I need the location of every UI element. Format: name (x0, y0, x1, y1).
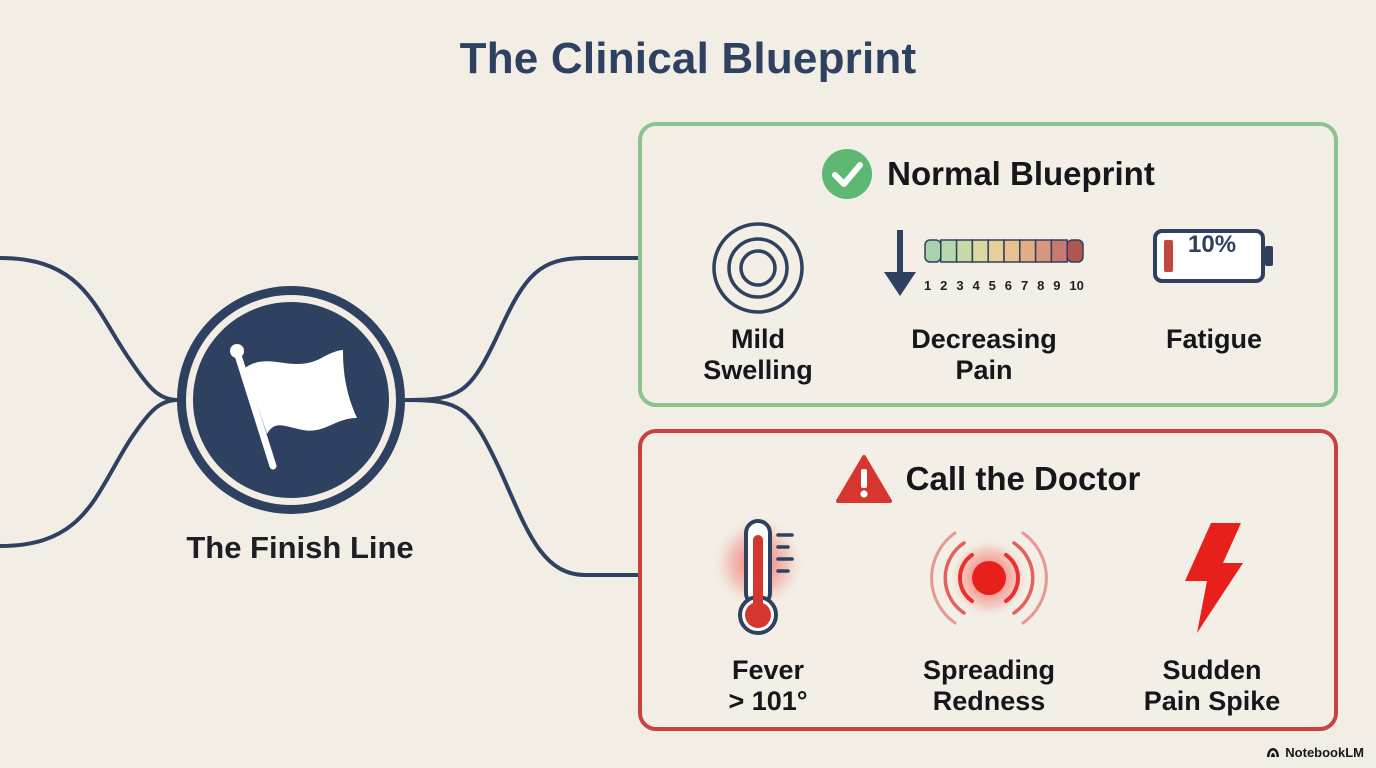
notebooklm-watermark: NotebookLM (1266, 745, 1364, 760)
pain-scale-number: 5 (988, 278, 996, 293)
item-mild-swelling: Mild Swelling (678, 220, 838, 386)
pain-scale-number: 4 (972, 278, 980, 293)
normal-panel-title: Normal Blueprint (887, 155, 1155, 192)
battery-level-text: 10% (1188, 231, 1237, 258)
pain-scale-number: 9 (1053, 278, 1061, 293)
doctor-panel-title: Call the Doctor (905, 460, 1141, 497)
pain-scale-number: 7 (1020, 278, 1029, 293)
page-title: The Clinical Blueprint (459, 34, 917, 83)
pain-scale-number: 10 (1069, 278, 1084, 293)
item-label: Sudden Pain Spike (1143, 655, 1281, 716)
finish-line-hub (177, 286, 405, 514)
notebooklm-logo-icon (1267, 748, 1280, 757)
connector-right-top (404, 256, 638, 402)
warning-icon (835, 455, 892, 503)
item-spreading-redness: Spreading Redness (904, 519, 1074, 717)
pain-scale-number: 3 (956, 278, 964, 293)
normal-blueprint-panel: Normal Blueprint Mild Swelling (638, 122, 1338, 407)
normal-panel-header: Normal Blueprint (642, 148, 1334, 200)
item-sudden-pain-spike: Sudden Pain Spike (1122, 519, 1302, 717)
item-label: Fever > 101° (728, 655, 808, 716)
item-fatigue: 10% Fatigue (1134, 220, 1294, 355)
check-icon (822, 149, 873, 199)
pain-scale-numbers: 1 2 3 4 5 6 7 8 9 10 (924, 278, 1084, 293)
item-label: Fatigue (1165, 324, 1262, 354)
item-label: Decreasing Pain (911, 324, 1057, 385)
connector-right-bottom (404, 398, 638, 577)
brand-name: NotebookLM (1285, 745, 1364, 760)
lightning-icon (1185, 523, 1243, 633)
concentric-circles-icon (712, 222, 804, 314)
item-label: Spreading Redness (922, 655, 1056, 716)
connector-left-bottom (0, 398, 179, 548)
pain-scale-number: 1 (924, 278, 932, 293)
pain-scale-icon: 1 2 3 4 5 6 7 8 9 10 (880, 220, 1088, 324)
pain-scale-number: 2 (940, 278, 948, 293)
doctor-panel-header: Call the Doctor (642, 454, 1334, 504)
flag-icon (230, 344, 357, 470)
item-fever: Fever > 101° (688, 511, 848, 717)
battery-icon: 10% (1152, 220, 1276, 324)
pain-scale-number: 6 (1004, 278, 1013, 293)
down-arrow-icon (884, 230, 916, 296)
hub-label: The Finish Line (186, 530, 414, 565)
item-label: Mild Swelling (703, 324, 813, 385)
call-doctor-panel: Call the Doctor Fever > 101° (638, 429, 1338, 731)
thermometer-icon (710, 515, 806, 635)
connector-left-top (0, 256, 179, 402)
pain-gradient-bar (924, 239, 1084, 263)
pain-scale-number: 8 (1037, 278, 1045, 293)
item-decreasing-pain: 1 2 3 4 5 6 7 8 9 10 Decreasing Pain (880, 220, 1088, 386)
redness-icon (930, 531, 1048, 625)
